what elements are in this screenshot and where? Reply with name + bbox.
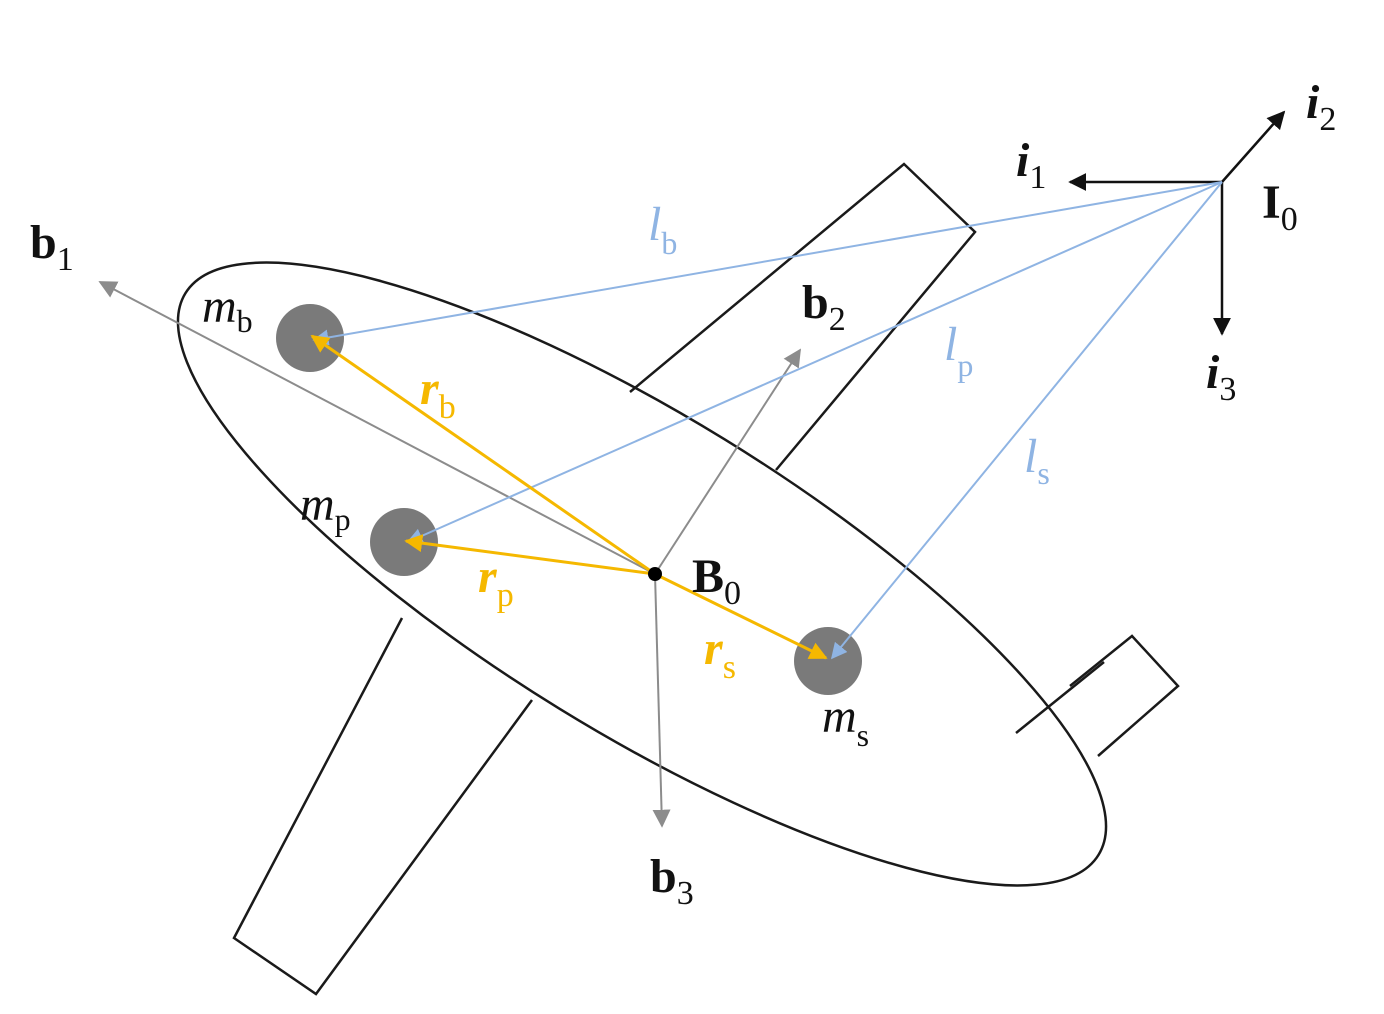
rp-vector — [404, 534, 656, 576]
rs-vector — [654, 572, 828, 660]
b3-label: b3 — [650, 850, 694, 912]
b1-label: b1 — [30, 216, 74, 278]
mass-s-dot — [794, 627, 862, 695]
tail-fin — [1069, 634, 1180, 757]
b0-label: B0 — [692, 550, 741, 612]
b0-origin-point — [648, 567, 662, 581]
mass-p-dot — [370, 508, 438, 576]
lb-label: lb — [648, 198, 677, 261]
rp-label: rp — [478, 550, 514, 614]
b3-axis-arrow — [652, 573, 671, 828]
fuselage-ellipse — [176, 261, 1108, 887]
r-vectors — [310, 334, 828, 660]
i3-label: i3 — [1206, 346, 1236, 408]
rs-label: rs — [704, 622, 736, 686]
mass-b-label: mb — [202, 280, 253, 339]
b1-axis-arrow — [98, 281, 656, 575]
body-axes — [98, 281, 801, 828]
aircraft-outline — [176, 162, 1180, 996]
l-vectors — [312, 181, 1223, 660]
tail-line — [1015, 661, 1105, 734]
ls-label: ls — [1024, 430, 1050, 491]
upper-wing — [629, 162, 977, 471]
i2-label: i2 — [1306, 76, 1336, 138]
mass-p-label: mp — [300, 478, 351, 537]
i1-label: i1 — [1016, 134, 1046, 196]
lb-vector — [312, 181, 1223, 346]
mass-s-label: ms — [822, 690, 869, 753]
i0-label: I0 — [1262, 176, 1298, 238]
ls-vector — [830, 181, 1223, 660]
lp-label: lp — [944, 318, 973, 383]
lower-wing — [232, 617, 534, 996]
rb-vector — [310, 334, 656, 576]
lp-vector — [406, 181, 1223, 544]
b2-label: b2 — [802, 276, 846, 338]
i2-axis-arrow — [1221, 110, 1286, 183]
point-masses — [276, 304, 862, 695]
rb-label: rb — [420, 362, 456, 426]
inertial-axes — [1068, 110, 1286, 336]
b2-axis-arrow — [654, 348, 801, 575]
mass-b-dot — [276, 304, 344, 372]
